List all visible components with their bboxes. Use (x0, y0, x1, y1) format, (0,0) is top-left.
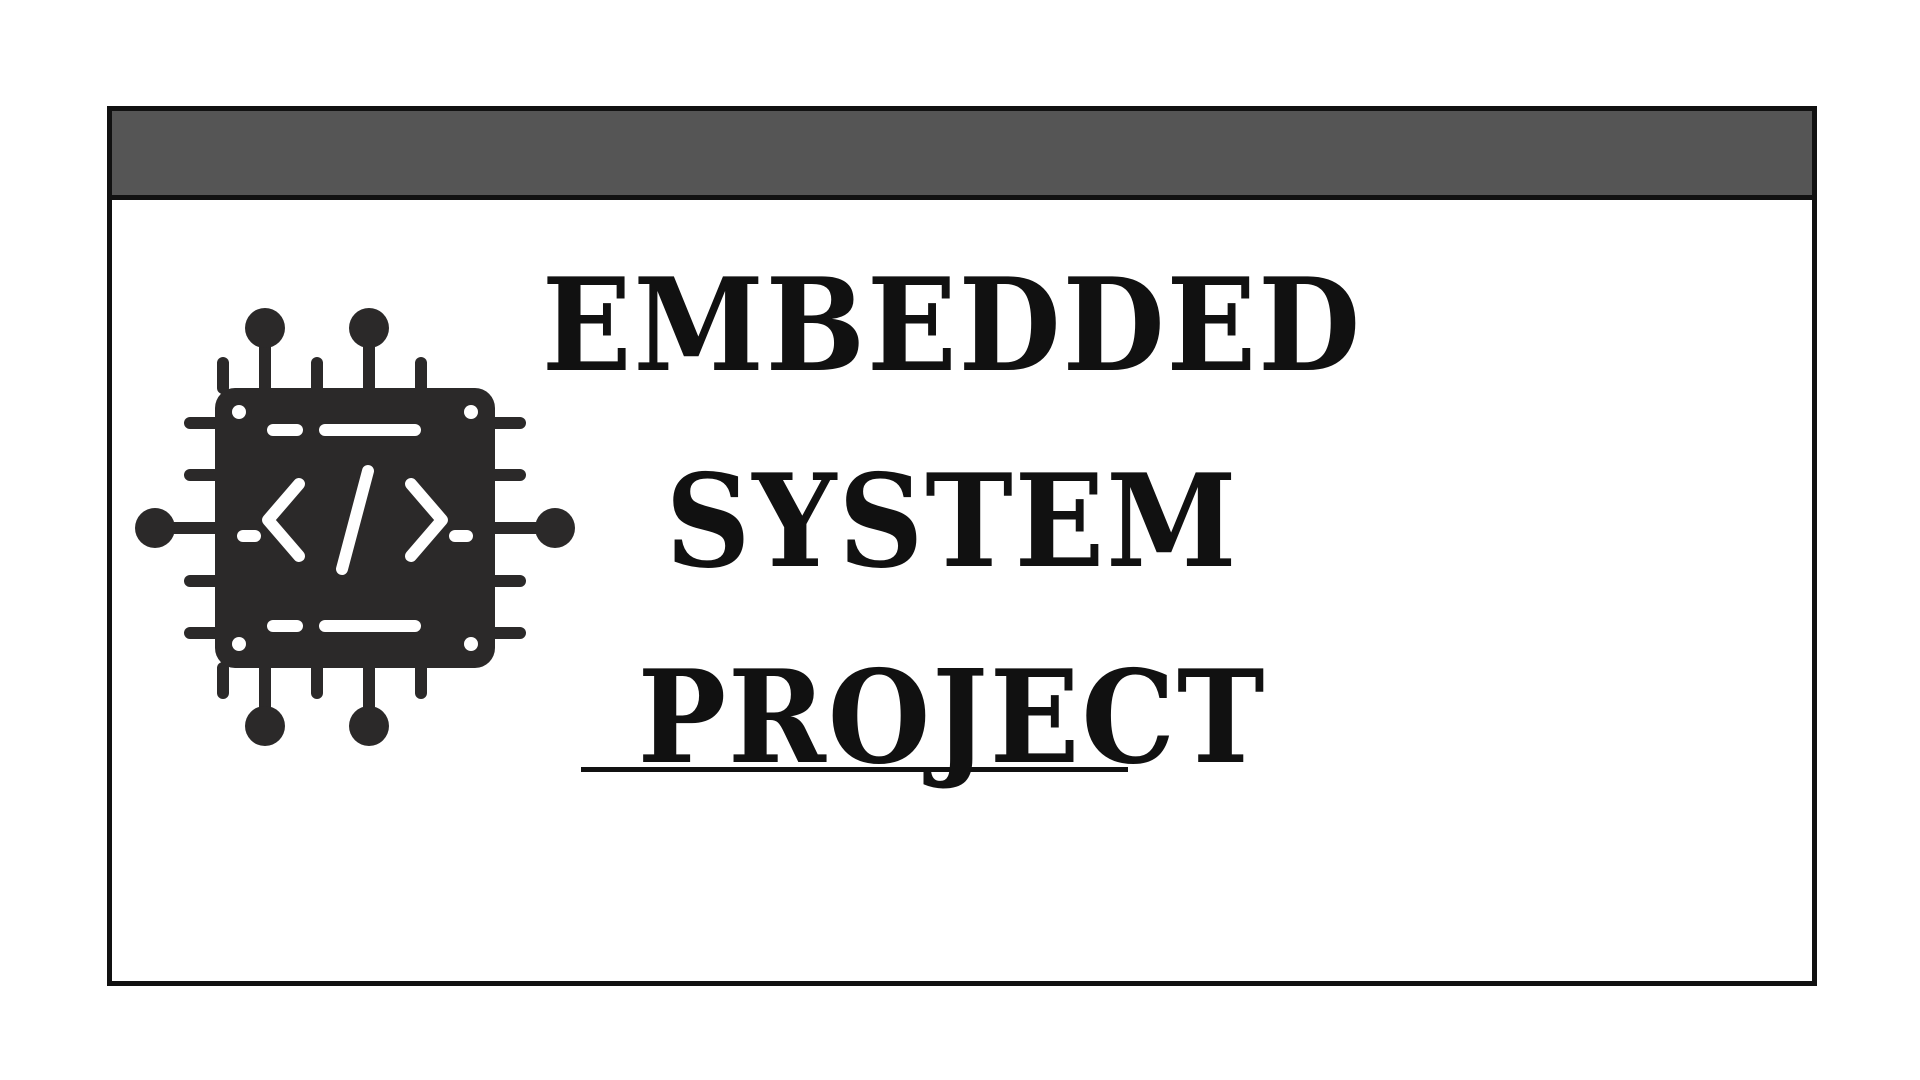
window-frame: EMBEDDED SYSTEM PROJECT (107, 106, 1817, 986)
microchip-code-icon (135, 308, 575, 746)
title-underline (581, 767, 1128, 772)
title-line-2: SYSTEM (665, 447, 1239, 597)
page-title: EMBEDDED SYSTEM PROJECT (452, 228, 1452, 816)
title-line-1: EMBEDDED (541, 251, 1363, 401)
title-line-3: PROJECT (637, 643, 1267, 793)
window-content: EMBEDDED SYSTEM PROJECT (112, 200, 1812, 981)
window-titlebar (112, 111, 1812, 200)
